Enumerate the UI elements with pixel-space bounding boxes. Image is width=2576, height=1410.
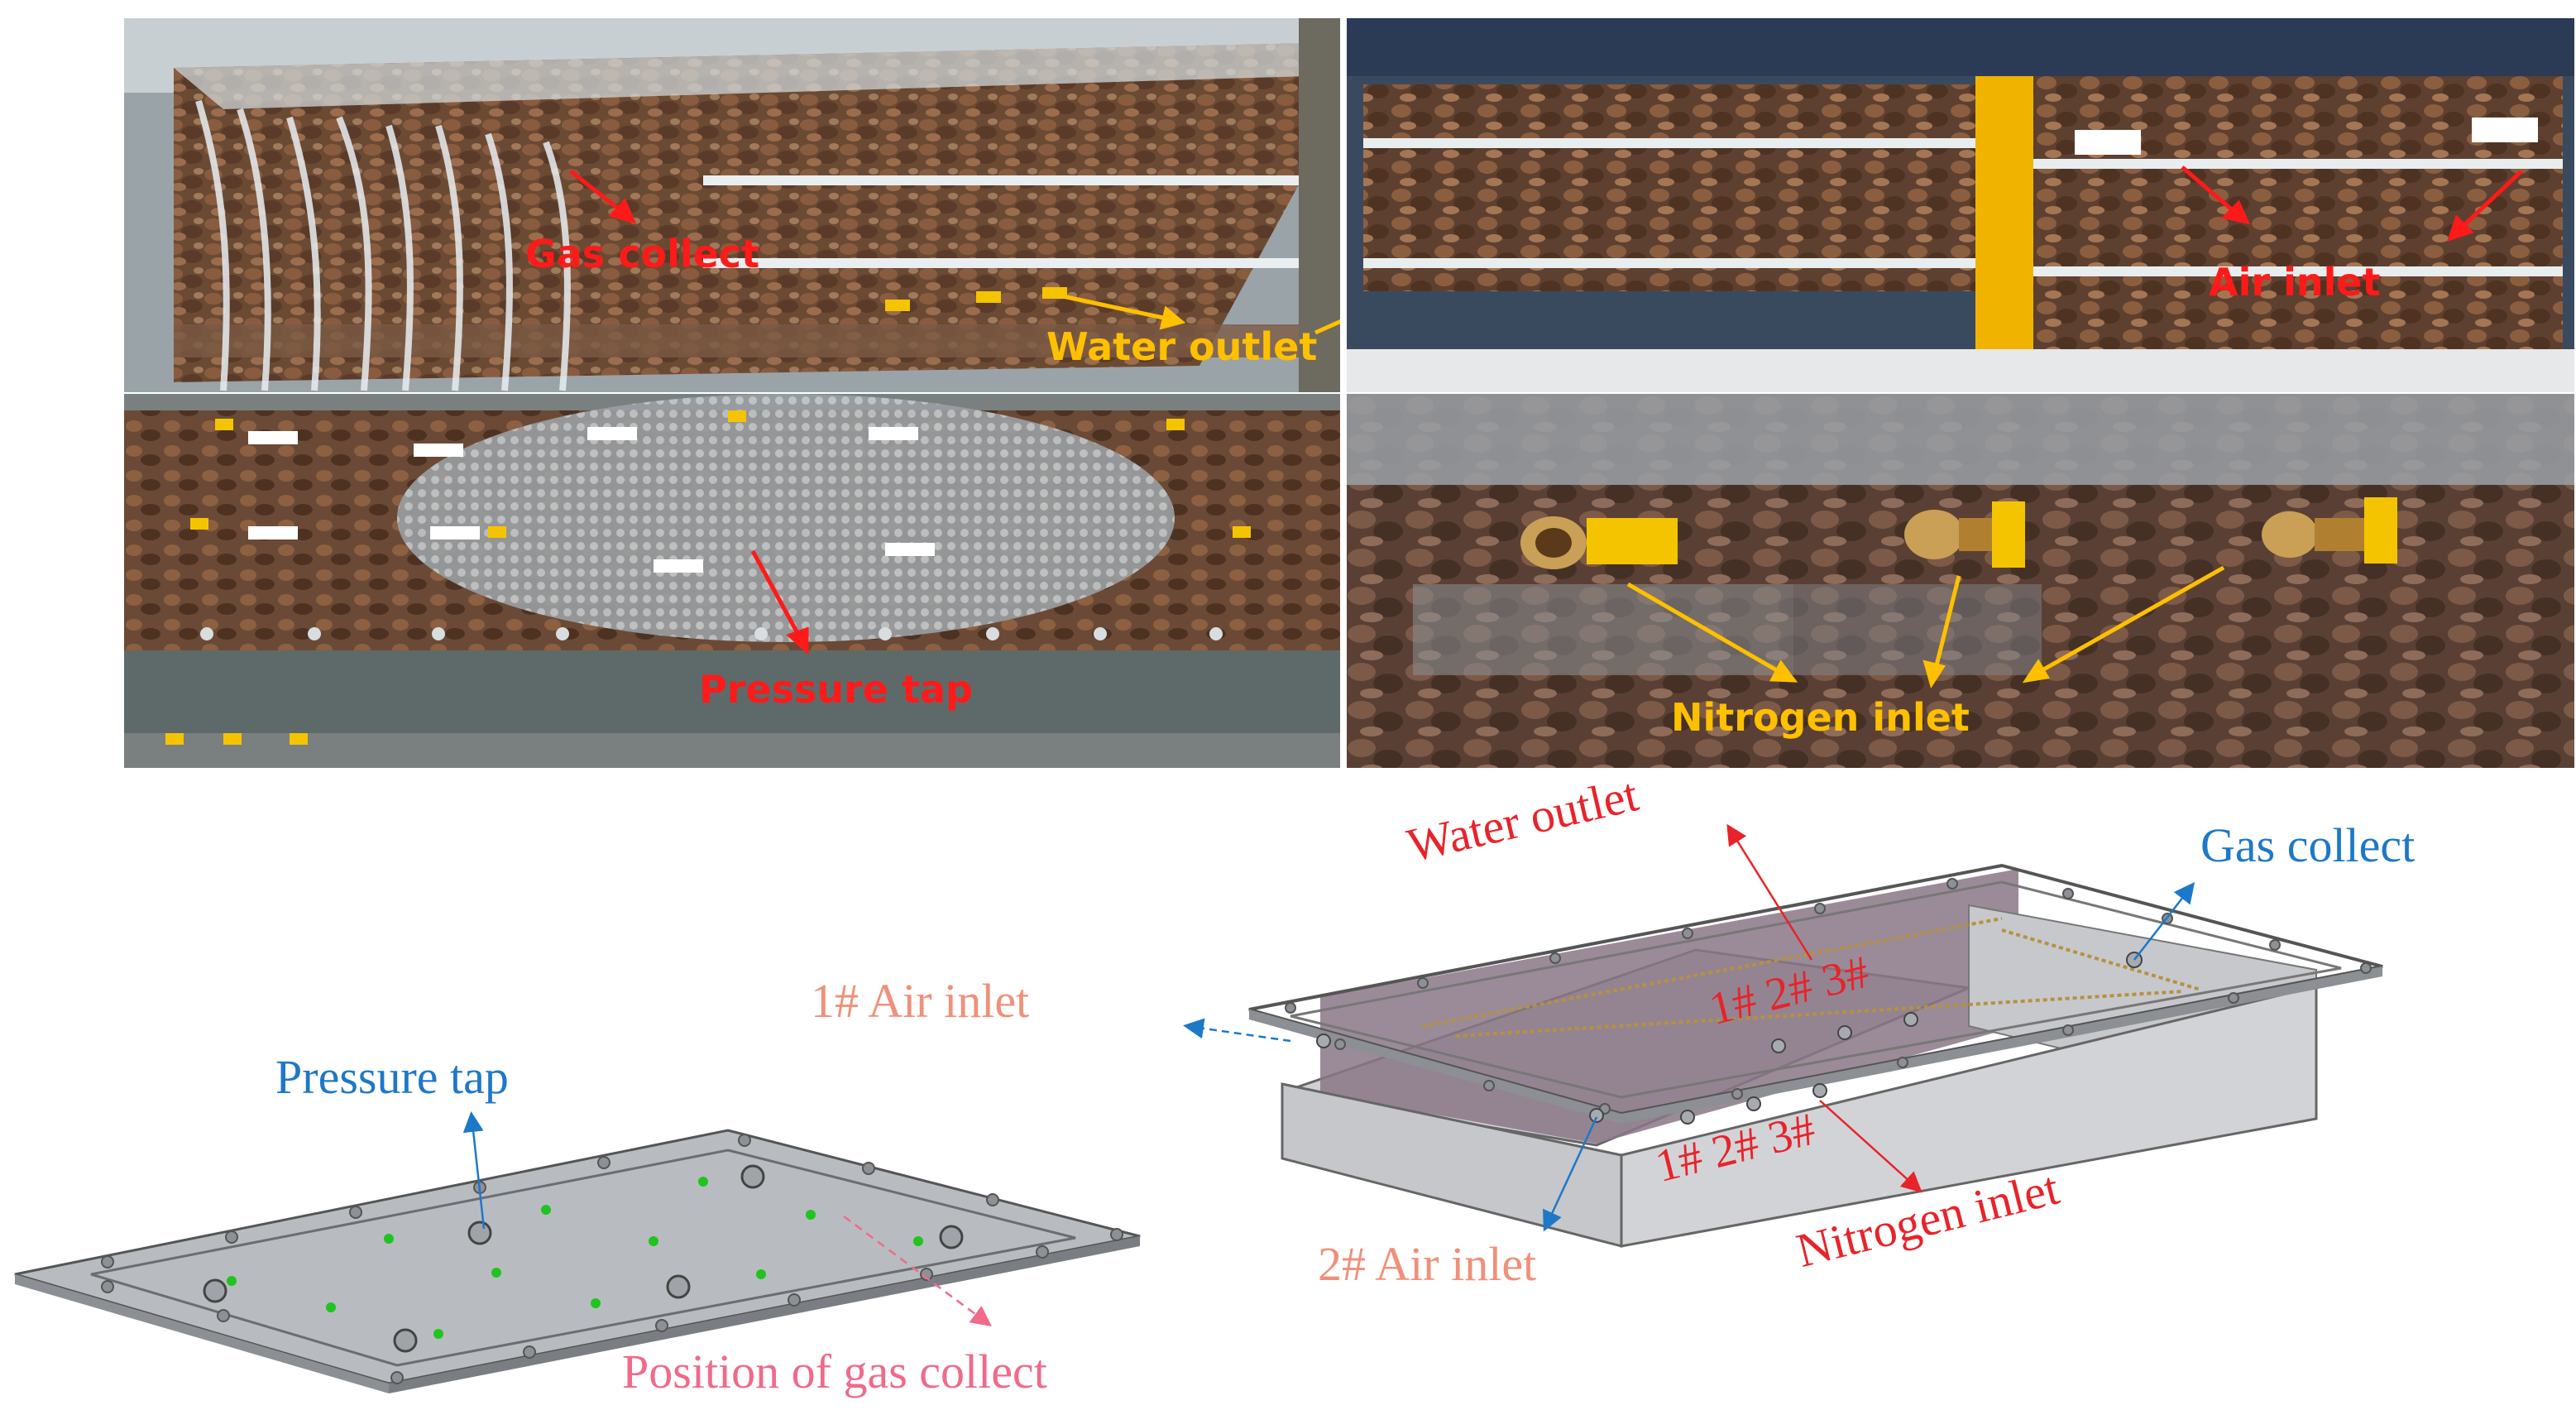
gas-collect-leader — [2133, 882, 2195, 961]
photo-label-air-inlet: Air inlet — [2209, 260, 2381, 305]
photo-label-nitrogen-inlet: Nitrogen inlet — [1671, 695, 1970, 740]
photo-label-gas-collect: Gas collect — [525, 232, 760, 276]
water-outlet-leader — [1726, 823, 1813, 961]
pressure-tap-leader — [462, 1111, 486, 1230]
gas-collect-position-leader — [843, 1215, 993, 1326]
photo-tank-side-air-inlet: Air inlet — [1347, 18, 2574, 392]
label-pressure-tap: Pressure tap — [275, 1050, 509, 1104]
air-inlet-1-leader — [1183, 1018, 1291, 1043]
photo-tank-side-gas-collect: Gas collect Water outlet — [124, 18, 1340, 392]
photo-label-pressure-tap: Pressure tap — [699, 667, 973, 712]
tank-box-diagram — [1248, 863, 2383, 1248]
label-gas-collect: Gas collect — [2200, 818, 2416, 872]
photo-tank-top-pressure-tap: Pressure tap — [124, 394, 1340, 768]
photo-label-water-outlet: Water outlet — [1046, 324, 1318, 369]
nitrogen-inlet-leader — [1819, 1100, 1922, 1193]
air-inlet-2-leader — [1543, 1116, 1598, 1232]
label-air-inlet-2: 2# Air inlet — [1318, 1237, 1537, 1291]
photo-tank-top-image — [124, 394, 1340, 768]
photo-tank-air-inlet-image — [1347, 18, 2574, 392]
photo-tank-side-image — [124, 18, 1340, 392]
photo-nitrogen-inlet: Nitrogen inlet — [1347, 394, 2574, 768]
photo-nitrogen-inlet-image — [1347, 394, 2574, 768]
label-air-inlet-1: 1# Air inlet — [811, 974, 1030, 1028]
lid-plate-diagram — [14, 1129, 1141, 1393]
label-position-of-gas-collect: Position of gas collect — [622, 1345, 1047, 1398]
